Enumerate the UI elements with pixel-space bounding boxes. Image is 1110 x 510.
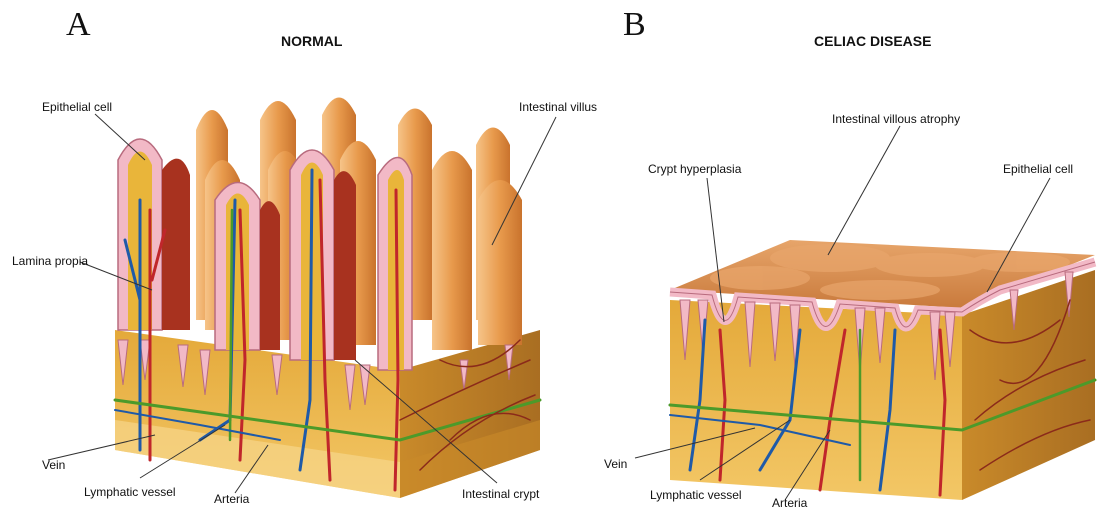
label-epithelial-cell-b: Epithelial cell bbox=[1003, 162, 1073, 176]
label-lymphatic-vessel-b: Lymphatic vessel bbox=[650, 488, 742, 502]
tissue-front-face-b bbox=[670, 300, 962, 500]
label-arteria-a: Arteria bbox=[214, 492, 249, 506]
label-intestinal-villous-atrophy: Intestinal villous atrophy bbox=[832, 112, 960, 126]
label-lamina-propia: Lamina propia bbox=[12, 254, 88, 268]
label-crypt-hyperplasia: Crypt hyperplasia bbox=[648, 162, 741, 176]
label-epithelial-cell-a: Epithelial cell bbox=[42, 100, 112, 114]
label-intestinal-villus: Intestinal villus bbox=[519, 100, 597, 114]
normal-tissue-block bbox=[115, 98, 540, 499]
celiac-tissue-block bbox=[670, 240, 1095, 500]
label-vein-b: Vein bbox=[604, 457, 627, 471]
label-intestinal-crypt: Intestinal crypt bbox=[462, 487, 539, 501]
label-vein-a: Vein bbox=[42, 458, 65, 472]
label-lymphatic-vessel-a: Lymphatic vessel bbox=[84, 485, 176, 499]
